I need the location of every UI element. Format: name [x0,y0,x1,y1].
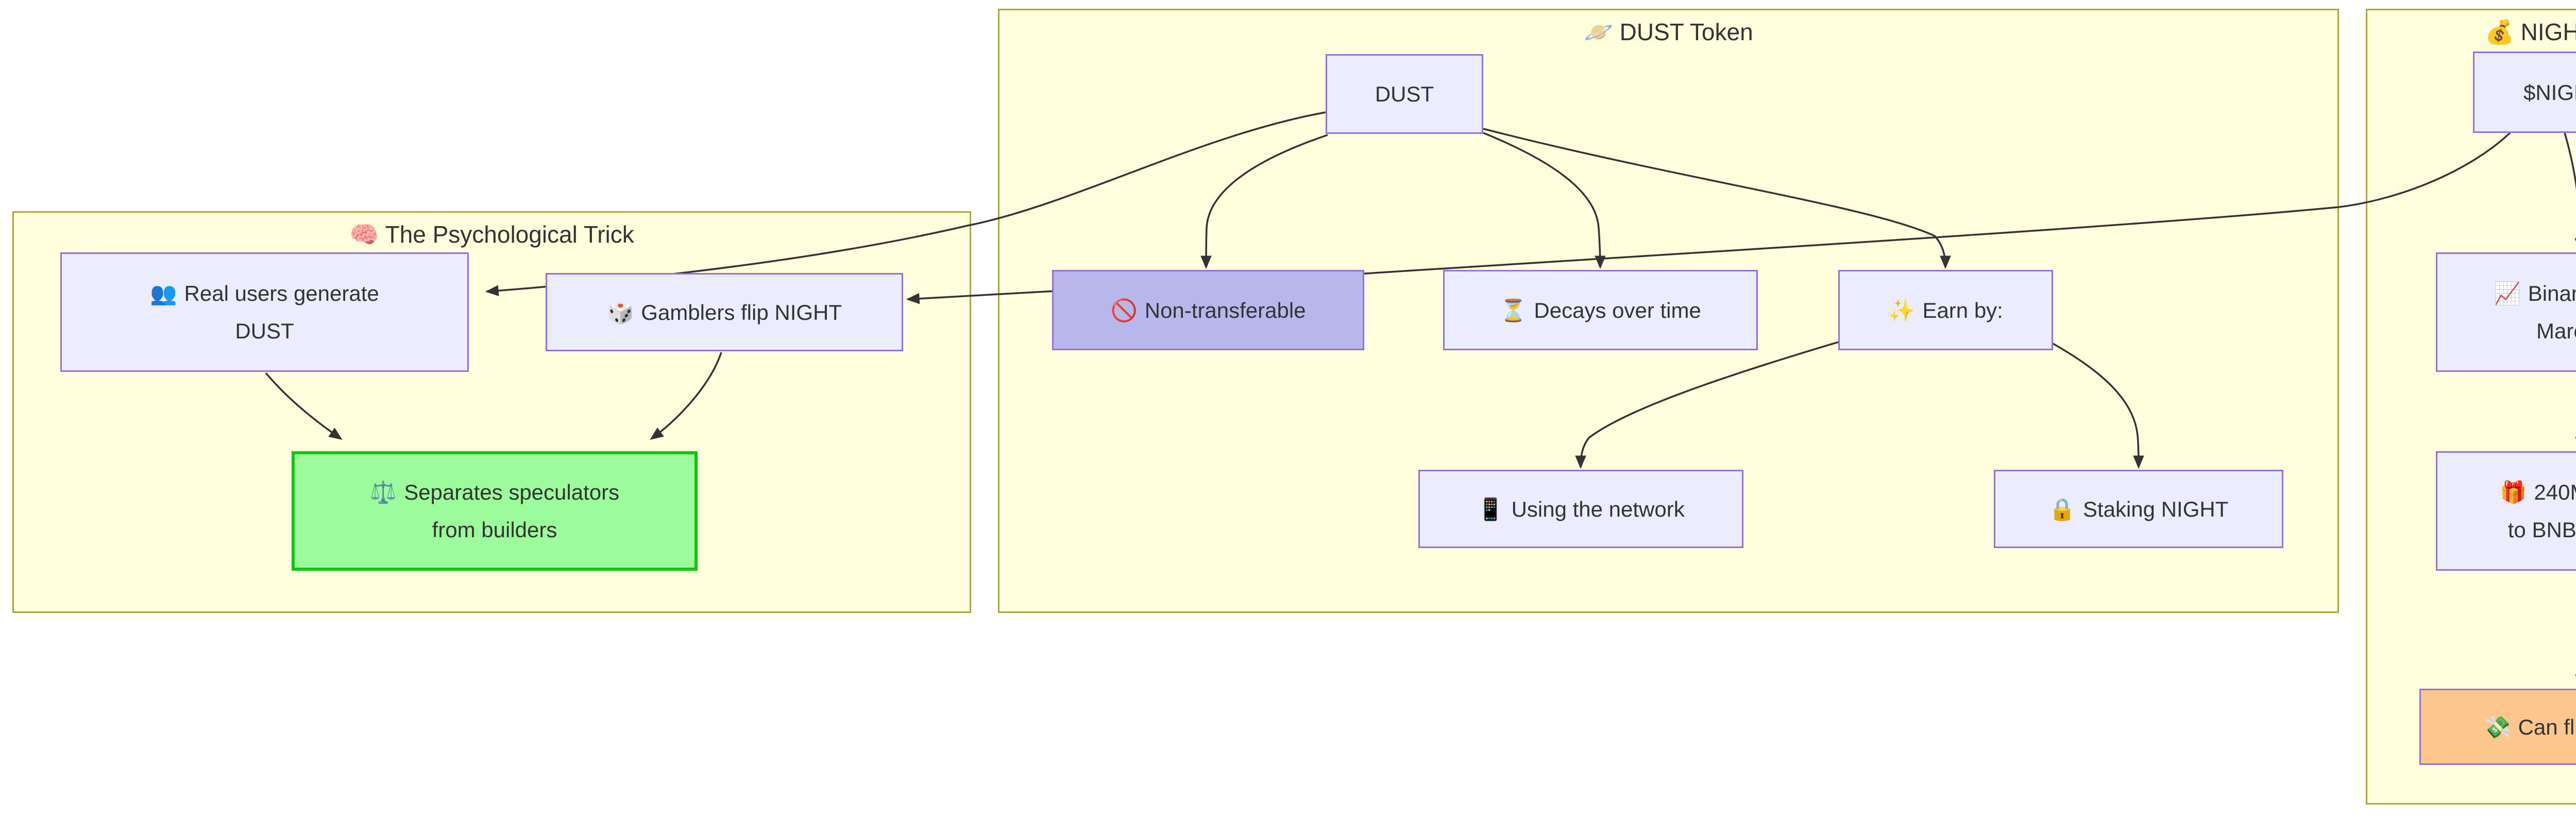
node-earn-by: ✨Earn by: [1838,270,2053,350]
node-decays: ⏳ Decays over time [1443,270,1758,350]
group-psychological-trick-title: 🧠The Psychological Trick [14,219,970,250]
node-airdrop: 🎁240M airdrop to BNB holders [2436,451,2576,571]
brain-icon: 🧠 [349,221,379,248]
node-separates-label: Separates speculators from builders [404,480,620,542]
node-staking-label: Staking NIGHT [2082,497,2229,521]
lock-icon: 🔒 [2048,497,2076,521]
node-earn-by-label: Earn by: [1922,298,2003,322]
node-night-label: $NIGHT [2523,80,2576,105]
node-using-network: 📱 Using the network [1418,470,1743,548]
group-title-text: NIGHT Token [2520,19,2576,45]
group-title-text: DUST Token [1619,19,1753,45]
money-with-wings-icon: 💸 [2484,714,2511,739]
node-real-users-label: Real users generate DUST [184,281,379,343]
game-die-icon: 🎲 [606,300,634,325]
money-bag-icon: 💰 [2485,19,2515,45]
prohibited-icon: 🚫 [1110,298,1138,322]
balance-scale-icon: ⚖️ [369,480,397,504]
node-separates: ⚖️ Separates speculators from builders [292,451,698,571]
node-gamblers-label: Gamblers flip NIGHT [641,300,842,325]
group-title-text: The Psychological Trick [385,221,634,248]
node-gamblers: 🎲 Gamblers flip NIGHT [546,273,903,351]
node-decays-label: Decays over time [1534,298,1701,322]
node-binance: 📈 Binance listing March 11 [2436,252,2576,372]
group-night-token-title: 💰NIGHT Token [2367,16,2576,47]
node-can-flip-label: Can flip for profit [2518,714,2576,739]
node-staking: 🔒Staking NIGHT [1994,470,2283,548]
node-non-transferable-label: Non-transferable [1144,298,1306,322]
node-dust: DUST [1326,54,1483,134]
node-night: $NIGHT [2473,52,2576,133]
mobile-phone-icon: 📱 [1477,497,1504,521]
hourglass-icon: ⏳ [1500,298,1527,322]
gift-icon: 🎁 [2500,480,2527,504]
node-using-network-label: Using the network [1511,497,1685,521]
node-can-flip: 💸 Can flip for profit [2419,689,2576,765]
group-dust-token-title: 🪐DUST Token [999,16,2337,47]
ringed-planet-icon: 🪐 [1584,19,1614,45]
node-airdrop-label: 240M airdrop to BNB holders [2507,480,2576,542]
node-non-transferable: 🚫Non-transferable [1052,270,1364,350]
busts-in-silhouette-icon: 👥 [150,281,177,305]
node-real-users: 👥 Real users generate DUST [60,252,469,372]
node-binance-label: Binance listing March 11 [2528,281,2576,343]
node-dust-label: DUST [1375,82,1434,106]
chart-increasing-icon: 📈 [2494,281,2521,305]
sparkles-icon: ✨ [1888,298,1916,322]
